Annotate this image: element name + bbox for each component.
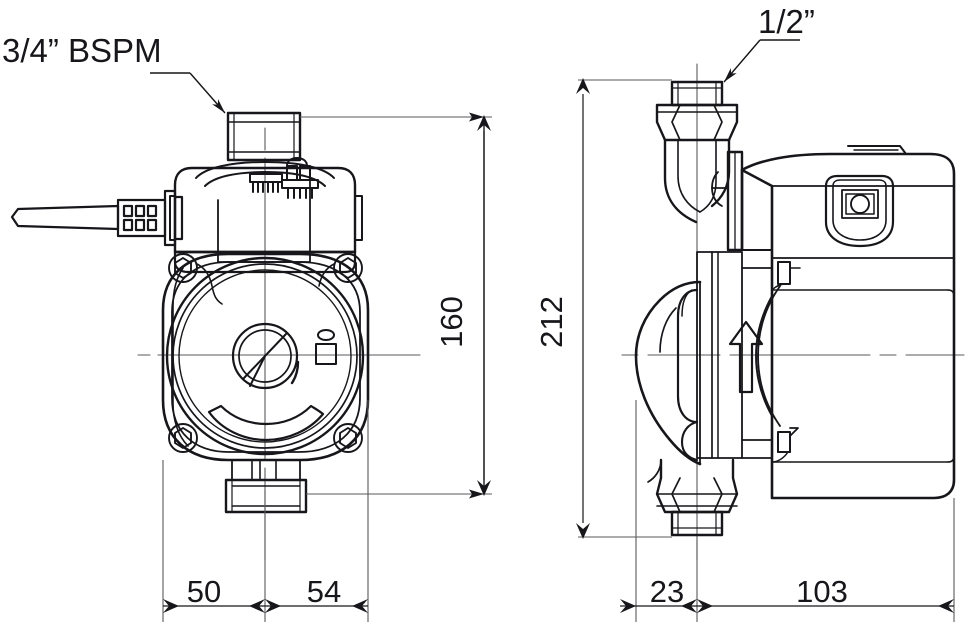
callout-half-inch-label: 1/2” bbox=[758, 3, 815, 40]
side-view bbox=[621, 63, 965, 561]
leader-bspm-line bbox=[189, 72, 226, 114]
arc-slot bbox=[207, 404, 325, 442]
impeller-curves bbox=[755, 285, 781, 427]
power-cable bbox=[10, 204, 120, 231]
hex-bolt-bottom-left bbox=[168, 423, 198, 453]
text-layer: 3/4” BSPM 1/2” 160 212 50 54 23 103 bbox=[2, 3, 848, 609]
front-view-top-port bbox=[226, 111, 302, 162]
dim-height-212-label: 212 bbox=[534, 296, 569, 348]
dim-width-54-label: 54 bbox=[307, 574, 341, 609]
hex-bolt-top-right bbox=[333, 253, 363, 283]
motor-mount-tabs bbox=[771, 261, 801, 463]
dim-height-212-lines bbox=[576, 78, 672, 539]
callout-leaders bbox=[150, 39, 800, 114]
capacitor-cover-boss bbox=[824, 174, 895, 248]
motor-body bbox=[740, 145, 956, 500]
dim-width-50-54-lines bbox=[162, 400, 369, 622]
dim-width-23-103-lines bbox=[620, 400, 955, 622]
dim-width-23-label: 23 bbox=[650, 574, 684, 609]
front-view-bottom-port bbox=[224, 459, 308, 514]
dim-width-103-label: 103 bbox=[796, 574, 848, 609]
side-view-bottom-union bbox=[647, 458, 739, 537]
dimension-layer bbox=[150, 39, 955, 622]
front-view bbox=[10, 111, 421, 561]
terminal-box-cap bbox=[195, 157, 335, 199]
nameplate-plug bbox=[315, 329, 337, 365]
flow-arrow bbox=[728, 320, 764, 394]
side-view-volute bbox=[634, 251, 773, 466]
dim-width-50-label: 50 bbox=[187, 574, 221, 609]
pump-housing-circles bbox=[165, 256, 365, 456]
dim-height-160-lines bbox=[300, 112, 492, 499]
leader-half-line bbox=[723, 39, 761, 83]
dim-height-160-label: 160 bbox=[434, 296, 469, 348]
center-boss bbox=[231, 322, 300, 390]
callout-bspm-label: 3/4” BSPM bbox=[2, 32, 162, 69]
hex-bolt-bottom-right bbox=[333, 423, 363, 453]
hex-bolt-top-left bbox=[168, 253, 198, 283]
corner-hex-bolts bbox=[168, 253, 363, 453]
cable-gland bbox=[116, 189, 184, 247]
